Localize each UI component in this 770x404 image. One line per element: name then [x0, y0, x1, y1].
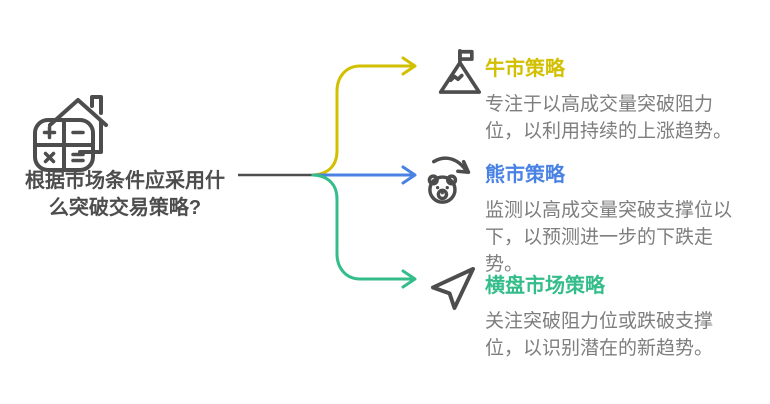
branch-description-bull: 专注于以高成交量突破阻力 位，以利用持续的上涨趋势。	[485, 94, 733, 142]
branch-description-bear: 监测以高成交量突破支撑位以 下，以预测进一步的下跌走 势。	[485, 200, 733, 275]
bear-downtrend-icon	[426, 152, 482, 211]
branch-title-bull: 牛市策略	[485, 58, 565, 80]
mountain-flag-icon	[437, 45, 481, 102]
branch-arrow-bull	[311, 56, 417, 177]
branch-arrow-bear	[311, 165, 417, 185]
paper-plane-icon	[429, 266, 476, 316]
branch-node-sideways: 横盘市场策略 关注突破阻力位或跌破支撑 位，以识别潜在的新趋势。	[424, 264, 770, 362]
branch-arrow-sideways	[311, 173, 417, 289]
branch-node-bear: 熊市策略 监测以高成交量突破支撑位以 下，以预测进一步的下跌走 势。	[424, 153, 770, 278]
house-calculator-icon	[33, 95, 108, 172]
root-node: 根据市场条件应采用什 么突破交易策略?	[15, 92, 235, 222]
root-question-text: 根据市场条件应采用什 么突破交易策略?	[25, 170, 225, 219]
branch-title-sideways: 横盘市场策略	[485, 275, 605, 297]
branch-title-bear: 熊市策略	[485, 164, 565, 186]
branch-node-bull: 牛市策略 专注于以高成交量突破阻力 位，以利用持续的上涨趋势。	[424, 47, 770, 145]
branch-description-sideways: 关注突破阻力位或跌破支撑 位，以识别潜在的新趋势。	[485, 311, 714, 359]
